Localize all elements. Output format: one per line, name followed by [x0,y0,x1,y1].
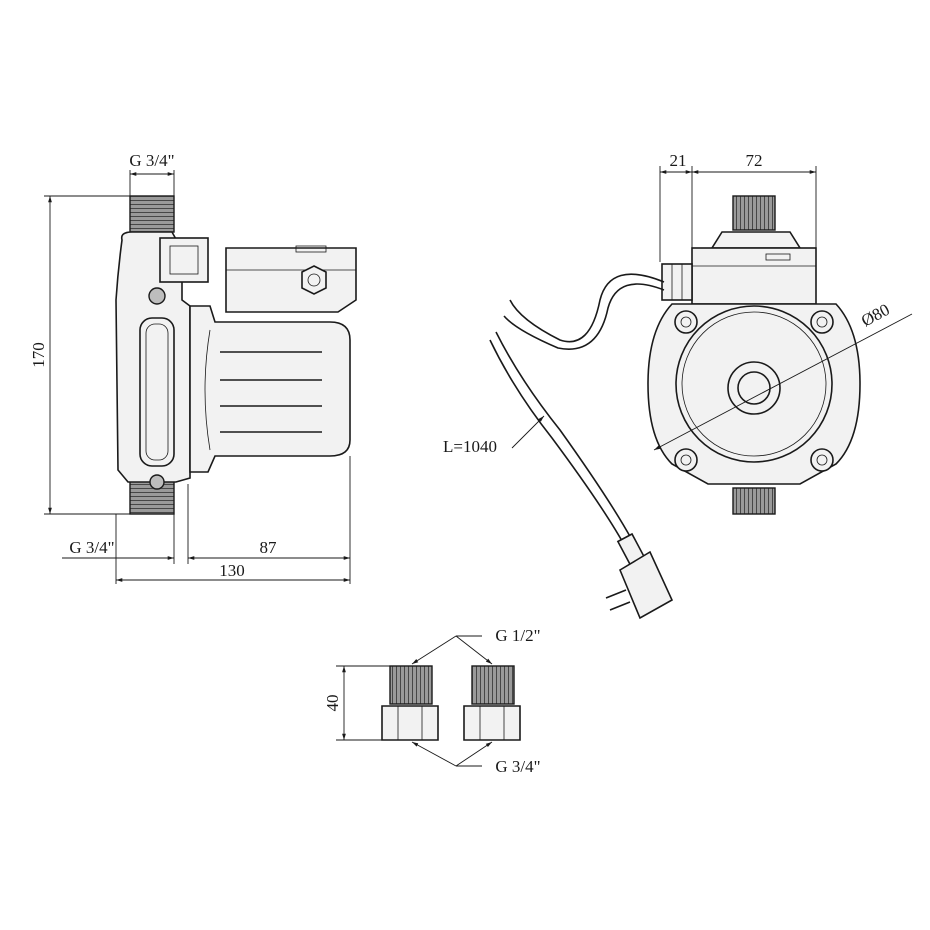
housing-window-inner [145,323,169,461]
connector-inner [169,245,199,275]
housing-window [139,317,175,467]
leader-bottom: G 3/4" [411,741,541,776]
hex-nut [301,265,327,295]
adapters: 40 G 1/2" G 3/4" [323,626,541,776]
bolts [674,310,834,472]
adapter-right [463,665,521,741]
adapter-left [381,665,439,741]
leader-top: G 1/2" [411,626,541,665]
power-cable: L=1040 [443,273,665,549]
label-height: 170 [29,342,48,368]
motor-casing [189,305,351,473]
shaft-cap [727,361,781,415]
label-130: 130 [219,561,245,580]
label-72: 72 [746,151,763,170]
side-view: G 3/4" 170 G 3/4" 87 130 [29,151,357,584]
connector-block [159,237,209,283]
front-bottom-thread [732,487,776,515]
volute-ring [675,305,833,463]
dim-front-width: 21 72 [659,151,817,262]
label-21: 21 [670,151,687,170]
front-view: Ø80 21 72 L=1040 [443,151,913,620]
dim-top-thread: G 3/4" [129,151,175,196]
dim-bottom: G 3/4" 87 130 [62,456,351,584]
label-87: 87 [260,538,278,557]
cable-gland [661,263,693,301]
top-thread [129,195,175,233]
label-top-thread: G 3/4" [129,151,174,170]
terminal-box [225,247,357,313]
volute-body [647,303,861,485]
front-top-thread [732,195,776,231]
label-adapter-height: 40 [323,695,342,712]
label-adapter-top: G 1/2" [495,626,540,645]
dim-adapter-height: 40 [323,665,390,741]
label-adapter-bottom: G 3/4" [495,757,540,776]
cooling-fins [204,329,322,451]
label-diameter: Ø80 [858,300,893,331]
plug [605,532,674,620]
dim-height: 170 [29,195,130,515]
label-cable-length: L=1040 [443,437,497,456]
terminal-header [691,247,817,305]
label-bottom-thread: G 3/4" [69,538,114,557]
